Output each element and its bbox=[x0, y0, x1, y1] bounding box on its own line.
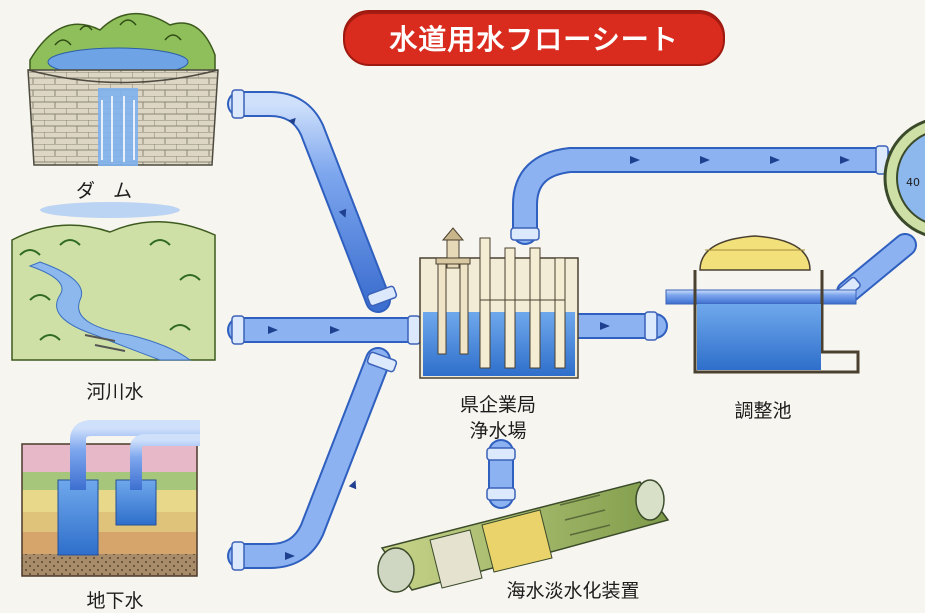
river-illustration bbox=[11, 202, 216, 361]
page-title: 水道用水フローシート bbox=[343, 10, 725, 66]
water-treatment-plant-illustration bbox=[419, 227, 579, 379]
pipe-flanges bbox=[231, 89, 889, 571]
label-dam: ダム bbox=[75, 180, 150, 202]
desalination-unit-illustration bbox=[377, 479, 670, 593]
distribution-tank-partial-text: 40 bbox=[906, 176, 920, 189]
label-desalination-unit: 海水淡水化装置 bbox=[506, 580, 640, 602]
dam-illustration bbox=[27, 13, 219, 166]
label-purification-plant: 県企業局 浄水場 bbox=[438, 392, 558, 444]
label-regulating-reservoir: 調整池 bbox=[734, 400, 792, 422]
label-river-water: 河川水 bbox=[86, 381, 144, 403]
regulating-reservoir-illustration bbox=[665, 235, 860, 374]
groundwater-wells-illustration bbox=[21, 420, 200, 577]
flow-arrows bbox=[268, 117, 850, 560]
distribution-tank-illustration bbox=[883, 119, 925, 237]
label-plant-line2: 浄水場 bbox=[469, 420, 527, 442]
label-groundwater: 地下水 bbox=[86, 590, 144, 612]
label-plant-line1: 県企業局 bbox=[459, 394, 536, 416]
